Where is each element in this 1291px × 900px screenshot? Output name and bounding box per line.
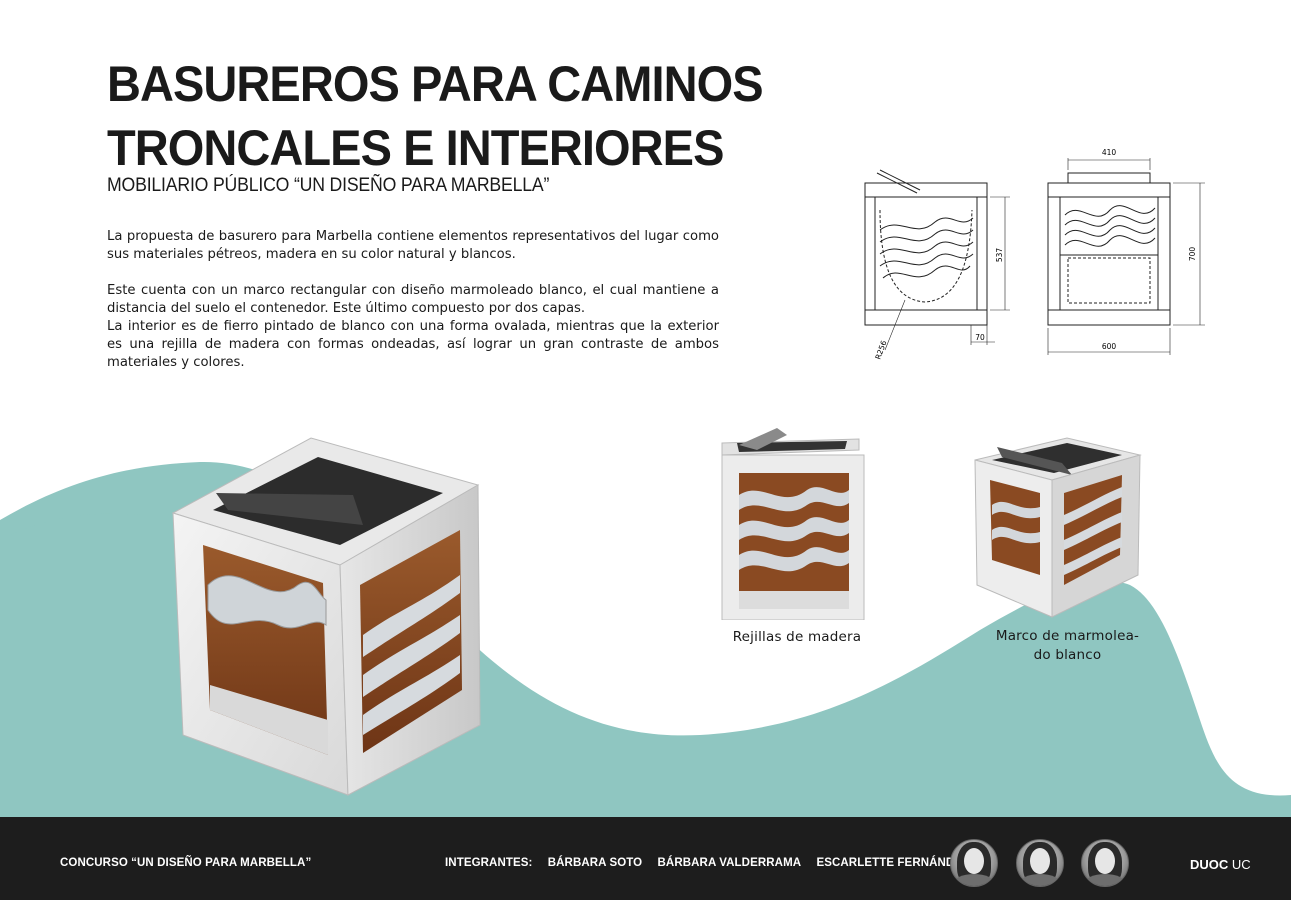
side-dim-height: 537	[995, 248, 1004, 263]
page-title: BASUREROS PARA CAMINOS TRONCALES E INTER…	[107, 52, 764, 180]
paragraph-1: La propuesta de basurero para Marbella c…	[107, 229, 719, 262]
footer-bar: CONCURSO “UN DISEÑO PARA MARBELLA” INTEG…	[0, 817, 1291, 900]
logo-bold: DUOC	[1190, 857, 1229, 872]
page-subtitle: MOBILIARIO PÚBLICO “UN DISEÑO PARA MARBE…	[107, 175, 550, 196]
front-dim-width: 600	[1102, 342, 1117, 351]
duoc-uc-logo: DUOC UC	[1190, 857, 1251, 872]
member-name: ESCARLETTE FERNÁNDEZ	[816, 857, 970, 869]
side-view-drawing: 537 70 R256	[864, 169, 1010, 361]
side-dim-base: 70	[975, 333, 985, 342]
members-list: INTEGRANTES: BÁRBARA SOTO BÁRBARA VALDER…	[445, 857, 981, 869]
main-bin-render	[171, 437, 481, 796]
title-line-1: BASUREROS PARA CAMINOS	[107, 56, 764, 112]
logo-light: UC	[1231, 857, 1251, 872]
front-view-drawing: 410 700 600	[1047, 148, 1205, 355]
description-text: La propuesta de basurero para Marbella c…	[107, 228, 719, 372]
member-name: BÁRBARA SOTO	[547, 857, 643, 869]
avatar	[950, 839, 998, 887]
caption-wood-grille: Rejillas de madera	[732, 629, 862, 645]
contest-label: CONCURSO “UN DISEÑO PARA MARBELLA”	[60, 857, 312, 869]
marble-frame-render	[974, 437, 1142, 618]
avatar	[1016, 839, 1064, 887]
paragraph-3: La interior es de fierro pintado de blan…	[107, 319, 719, 370]
wood-grille-render	[721, 428, 865, 620]
title-line-2: TRONCALES E INTERIORES	[107, 120, 724, 176]
avatar	[1081, 839, 1129, 887]
side-dim-radius: R256	[873, 339, 888, 361]
front-dim-height: 700	[1188, 247, 1197, 262]
wave-white-cut	[0, 513, 140, 817]
paragraph-2: Este cuenta con un marco rectangular con…	[107, 283, 719, 316]
members-label: INTEGRANTES:	[445, 857, 533, 869]
caption-marble-line-1: Marco de marmolea-	[995, 628, 1140, 644]
caption-marble-frame: Marco de marmolea- do blanco	[985, 627, 1150, 665]
caption-marble-line-2: do blanco	[1033, 647, 1102, 663]
front-dim-top: 410	[1102, 148, 1117, 157]
member-name: BÁRBARA VALDERRAMA	[657, 857, 802, 869]
